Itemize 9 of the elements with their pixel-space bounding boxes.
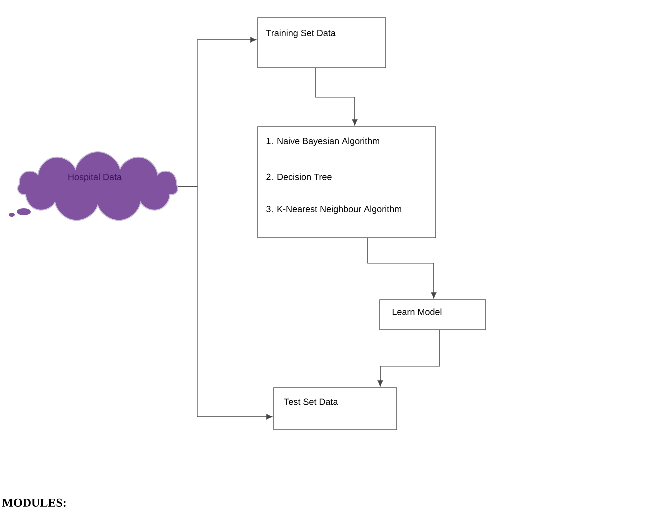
process-box: Test Set Data <box>274 388 398 430</box>
arrow <box>368 238 437 299</box>
process-box: Training Set Data <box>258 18 386 68</box>
process-box: 1. Naive Bayesian Algorithm 2. Decision Tree 3. K-Nearest Neighbour Algorithm <box>258 126 436 238</box>
arrow <box>378 330 440 387</box>
arrow <box>178 186 273 420</box>
process-box: Learn Model <box>380 300 486 330</box>
arrow <box>316 68 358 126</box>
heading: MODULES: <box>2 498 66 508</box>
